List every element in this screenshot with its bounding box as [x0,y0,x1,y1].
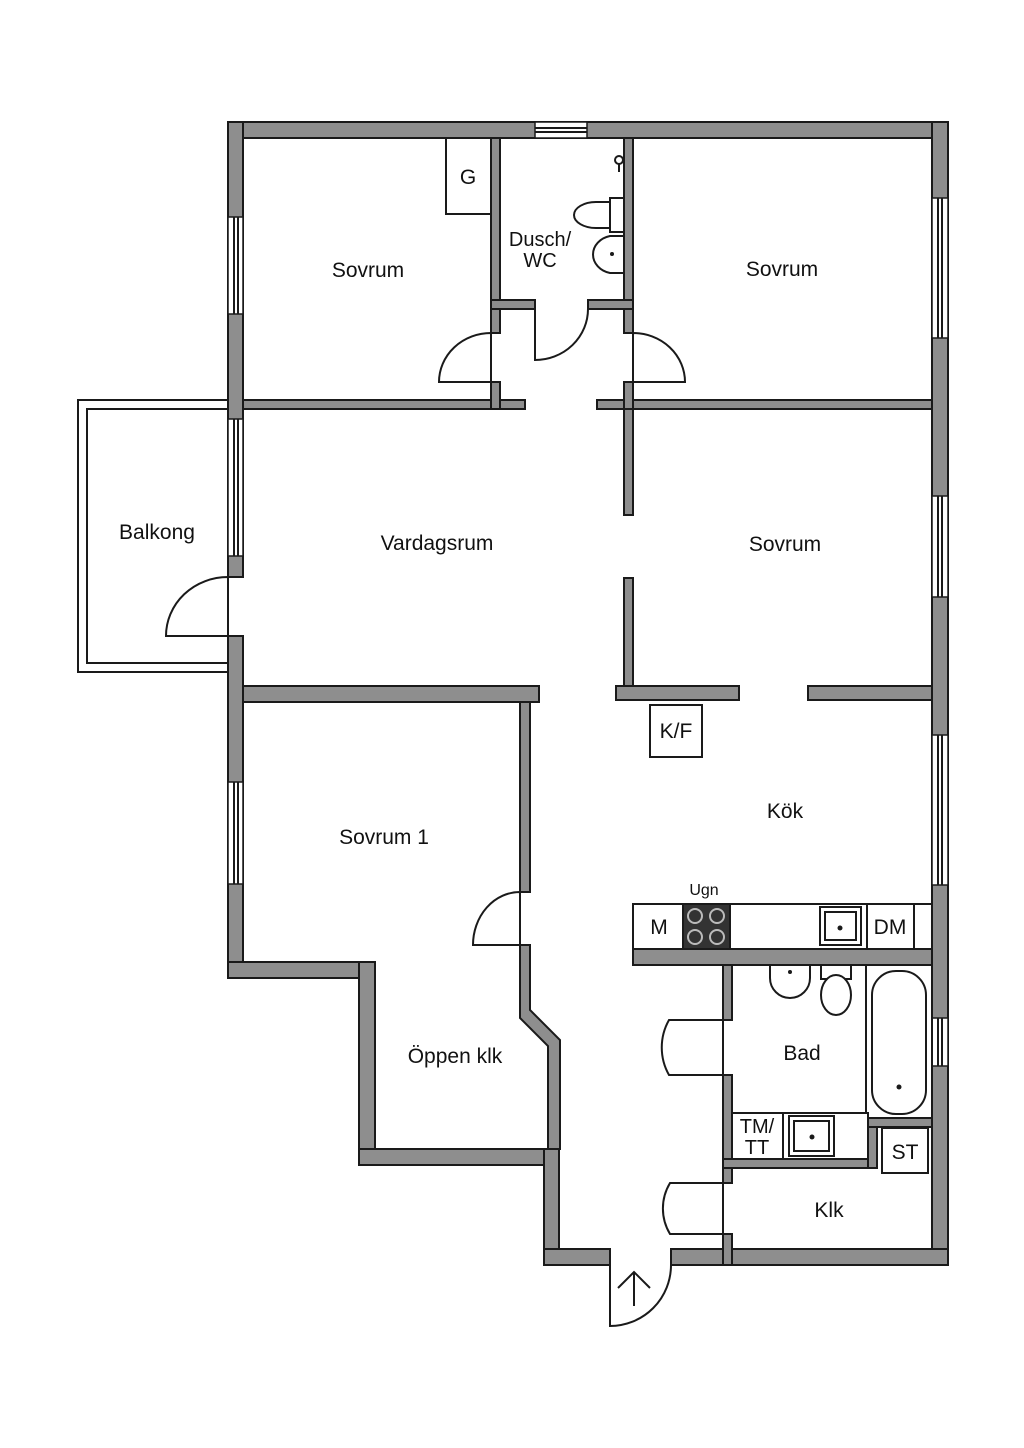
wall-nw-bedroom-south [242,399,526,410]
wall-wc-east-lower [623,381,634,410]
fixture-label-m: M [650,916,668,939]
door-closet [661,1182,724,1235]
wall-north [227,121,949,139]
doors [164,308,724,1328]
wall-wc-west-upper [490,137,501,334]
wall-east-bedroom-south-east [807,685,933,701]
stove-hob-icon [682,903,731,950]
room-label-vardagsrum: Vardagsrum [381,532,494,555]
wall-closet-west-lower [722,1233,733,1266]
walls [227,121,949,1266]
wall-east-bedroom-west-upper [623,408,634,516]
wall-south-east-of-entry [670,1248,949,1266]
wall-wc-south-east [587,299,634,310]
door-wc [534,308,589,362]
wall-bath-west-upper [722,964,733,1021]
kitchen-sink-icon [819,906,862,946]
fixture-label-st: ST [892,1141,919,1164]
windows [227,121,949,1067]
fixture-label-g: G [460,166,476,189]
wardrobe-box [445,137,492,215]
room-label-oppen-klk: Öppen klk [408,1045,503,1068]
wall-wc-south-west [490,299,536,310]
bath-toilet-icon [820,964,852,1016]
fixture-label-kf: K/F [660,720,693,743]
door-entrance [609,1264,672,1328]
shower-head-icon [614,155,624,172]
door-ne-bedroom [632,332,687,383]
window-west-bedroom1 [227,781,244,885]
room-label-dusch-wc-line1: Dusch/ [509,229,572,251]
toilet-icon [573,197,625,233]
wall-ne-bedroom-south [596,399,933,410]
room-label-sovrum-e: Sovrum [749,533,821,556]
washbasin-icon [592,235,625,274]
window-east-ne-bedroom [931,197,949,339]
room-label-dusch-wc-line2: WC [523,250,556,272]
door-nw-bedroom [437,332,492,383]
wall-living-south [242,685,540,703]
window-west-living [227,418,244,557]
door-balcony [164,576,229,637]
window-east-kitchen [931,734,949,886]
wall-south-step-horizontal [358,1148,560,1166]
balcony-outline [77,399,228,673]
wall-south-step-vertical [543,1148,560,1266]
wall-east-bedroom-west-lower [623,577,634,700]
wall-bedroom1-east-upper [519,701,531,893]
wall-sw-step-horizontal [227,961,375,979]
window-east-bedroom [931,495,949,598]
wall-bedroom1-east-lower [519,944,561,1150]
wall-bath-south [722,1158,869,1169]
room-label-kok: Kök [767,800,804,823]
fixture-label-dm: DM [874,916,907,939]
room-label-bad: Bad [783,1042,820,1065]
wall-kitchen-counter-back [632,948,933,966]
room-label-sovrum-1: Sovrum 1 [339,826,429,849]
fixture-label-tm-tt-line2: TT [745,1137,769,1159]
wall-south-west-of-entry [543,1248,611,1266]
fixture-label-ugn: Ugn [689,882,718,899]
room-label-klk: Klk [814,1199,844,1222]
door-bedroom1 [471,891,521,946]
laundry-sink-icon [788,1115,835,1157]
fixture-label-tm-tt-line1: TM/ [740,1116,775,1138]
wall-sw-step-vertical [358,961,376,1166]
door-bath [660,1019,724,1076]
wall-east-bedroom-south-west [615,685,740,701]
room-label-sovrum-nw: Sovrum [332,259,404,282]
storage-cabinet-box [881,1127,929,1174]
window-east-bath [931,1017,949,1067]
room-label-sovrum-ne: Sovrum [746,258,818,281]
wall-wc-west-lower [490,381,501,410]
entrance-arrow-icon [617,1270,651,1306]
bathtub-icon [865,964,933,1119]
fridge-freezer-box [649,704,703,758]
room-label-balkong: Balkong [119,521,195,544]
window-west-nw-bedroom [227,216,244,315]
wall-storage-north [867,1117,933,1128]
window-north-wc [534,121,588,139]
bath-washbasin-icon [769,964,811,999]
